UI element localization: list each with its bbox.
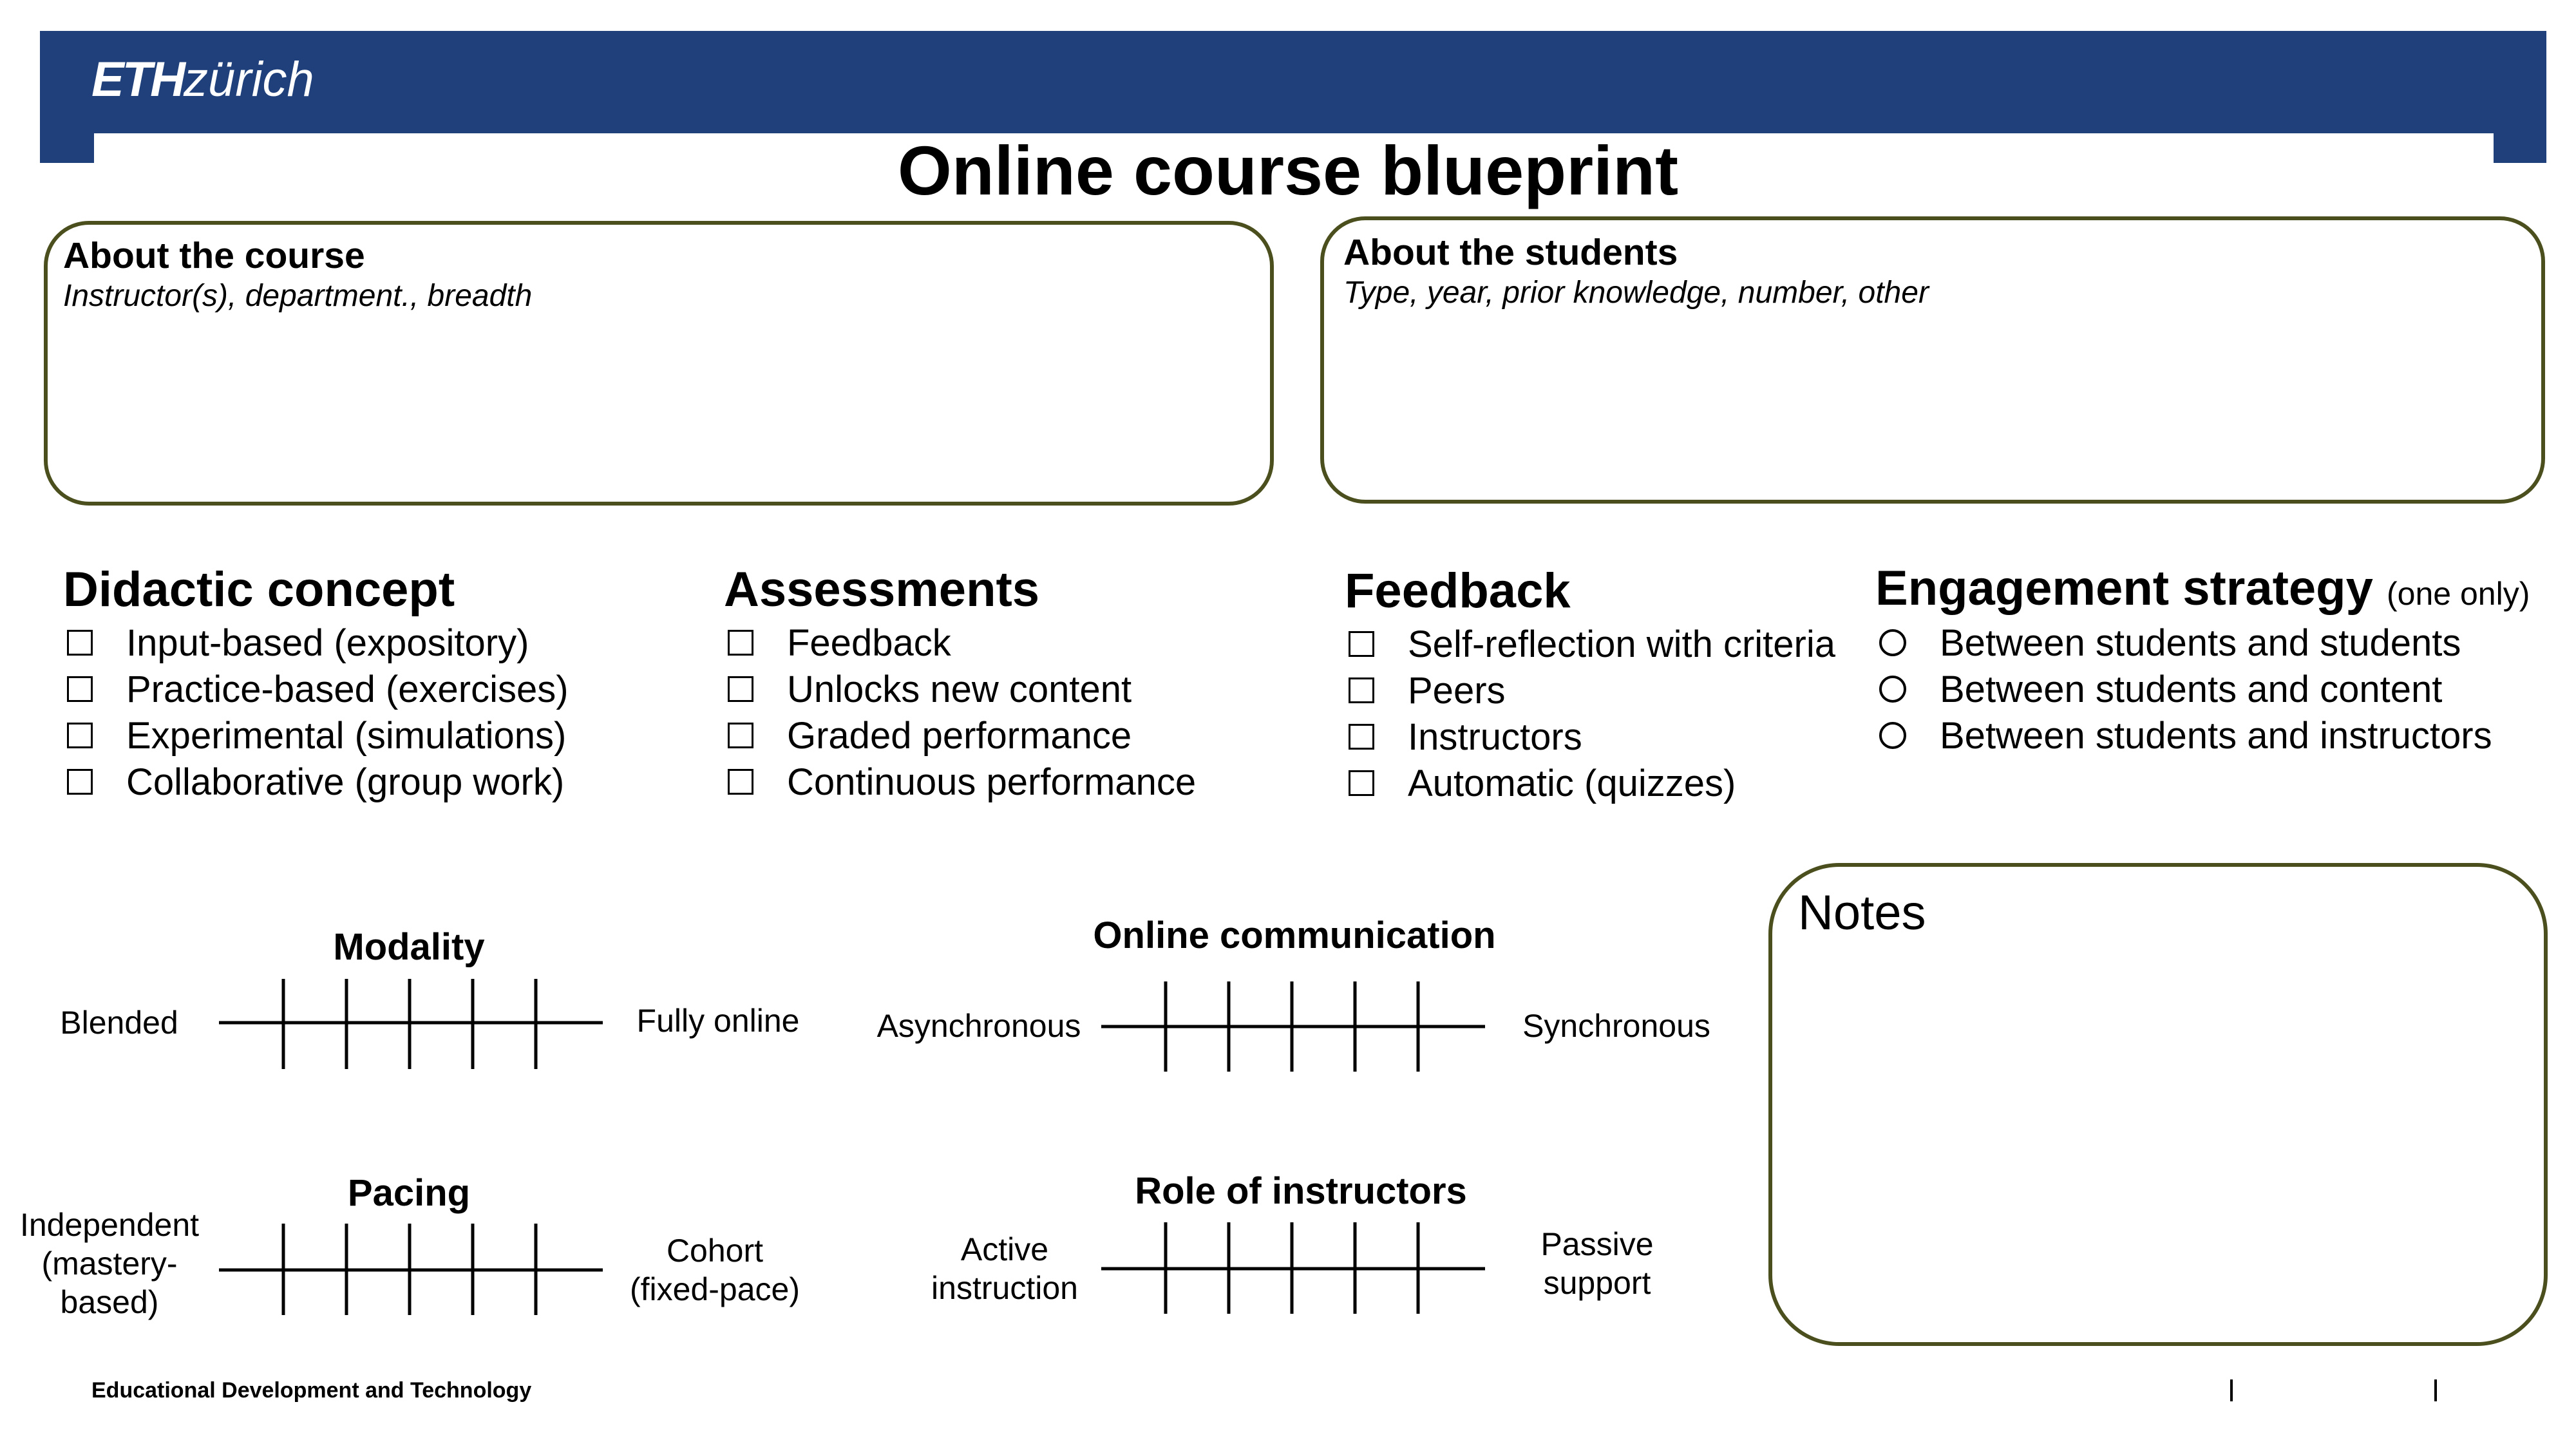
didactic-option[interactable]: Practice-based (exercises)	[61, 666, 569, 712]
checkbox[interactable]	[67, 676, 93, 702]
engagement-option[interactable]: Between students and students	[1873, 620, 2492, 666]
checkbox[interactable]	[728, 723, 753, 748]
checkbox[interactable]	[67, 769, 93, 795]
checkbox[interactable]	[1349, 724, 1374, 750]
feedback-option[interactable]: Peers	[1342, 667, 1835, 714]
engagement-option[interactable]: Between students and content	[1873, 666, 2492, 712]
online-comm-title: Online communication	[1093, 914, 1496, 956]
radio[interactable]	[1879, 676, 1906, 703]
didactic-option[interactable]: Input-based (expository)	[61, 620, 569, 666]
assessments-option[interactable]: Graded performance	[721, 712, 1196, 759]
assessments-option[interactable]: Unlocks new content	[721, 666, 1196, 712]
footer-divider	[2230, 1379, 2233, 1401]
online-comm-left-label: Asynchronous	[876, 1008, 1081, 1044]
engagement-option[interactable]: Between students and instructors	[1873, 712, 2492, 759]
feedback-option[interactable]: Self-reflection with criteria	[1342, 621, 1835, 667]
role-right-label: Passive support	[1540, 1226, 1654, 1301]
didactic-title: Didactic concept	[63, 562, 455, 617]
assessments-option[interactable]: Feedback	[721, 620, 1196, 666]
footer-text: Educational Development and Technology	[91, 1378, 532, 1403]
online-comm-right-label: Synchronous	[1522, 1008, 1710, 1044]
pacing-title: Pacing	[347, 1172, 471, 1214]
pacing-left-label: Independent (mastery- based)	[19, 1207, 200, 1320]
about-course-subtitle: Instructor(s), department., breadth	[63, 279, 533, 313]
footer-divider	[2434, 1379, 2437, 1401]
about-students-title: About the students	[1343, 232, 1678, 273]
about-students-box[interactable]: About the students Type, year, prior kno…	[1320, 216, 2545, 504]
modality-right-label: Fully online	[636, 1003, 800, 1039]
role-left-label: Active instruction	[931, 1231, 1078, 1306]
checkbox[interactable]	[67, 630, 93, 656]
engagement-note: (one only)	[2387, 576, 2530, 612]
engagement-options: Between students and students Between st…	[1873, 620, 2492, 759]
pacing-right-label: Cohort (fixed-pace)	[630, 1233, 800, 1307]
radio[interactable]	[1879, 629, 1906, 656]
modality-left-label: Blended	[60, 1005, 178, 1041]
pacing-scale[interactable]	[219, 1224, 603, 1317]
checkbox[interactable]	[67, 723, 93, 748]
feedback-title: Feedback	[1345, 564, 1571, 618]
about-course-title: About the course	[63, 235, 365, 276]
checkbox[interactable]	[1349, 770, 1374, 796]
modality-title: Modality	[333, 926, 485, 968]
checkbox[interactable]	[1349, 631, 1374, 657]
assessments-title: Assessments	[724, 562, 1040, 617]
eth-logo: ETHzürich	[91, 52, 314, 107]
checkbox[interactable]	[1349, 677, 1374, 703]
engagement-title: Engagement strategy (one only)	[1875, 561, 2530, 616]
online-comm-scale[interactable]	[1101, 981, 1485, 1075]
role-scale[interactable]	[1101, 1222, 1485, 1316]
notes-title: Notes	[1798, 886, 1926, 940]
checkbox[interactable]	[728, 676, 753, 702]
didactic-option[interactable]: Collaborative (group work)	[61, 759, 569, 805]
about-course-box[interactable]: About the course Instructor(s), departme…	[44, 221, 1274, 506]
about-students-subtitle: Type, year, prior knowledge, number, oth…	[1343, 276, 1929, 310]
didactic-option[interactable]: Experimental (simulations)	[61, 712, 569, 759]
header-underlay	[94, 133, 2494, 172]
notes-box[interactable]: Notes	[1768, 863, 2548, 1346]
page-title: Online course blueprint	[897, 131, 1679, 209]
feedback-option[interactable]: Automatic (quizzes)	[1342, 760, 1835, 806]
didactic-options: Input-based (expository) Practice-based …	[61, 620, 569, 805]
checkbox[interactable]	[728, 630, 753, 656]
checkbox[interactable]	[728, 769, 753, 795]
assessments-option[interactable]: Continuous performance	[721, 759, 1196, 805]
assessments-options: Feedback Unlocks new content Graded perf…	[721, 620, 1196, 805]
feedback-options: Self-reflection with criteria Peers Inst…	[1342, 621, 1835, 806]
role-title: Role of instructors	[1135, 1170, 1467, 1212]
feedback-option[interactable]: Instructors	[1342, 714, 1835, 760]
radio[interactable]	[1879, 722, 1906, 749]
modality-scale[interactable]	[219, 979, 603, 1072]
